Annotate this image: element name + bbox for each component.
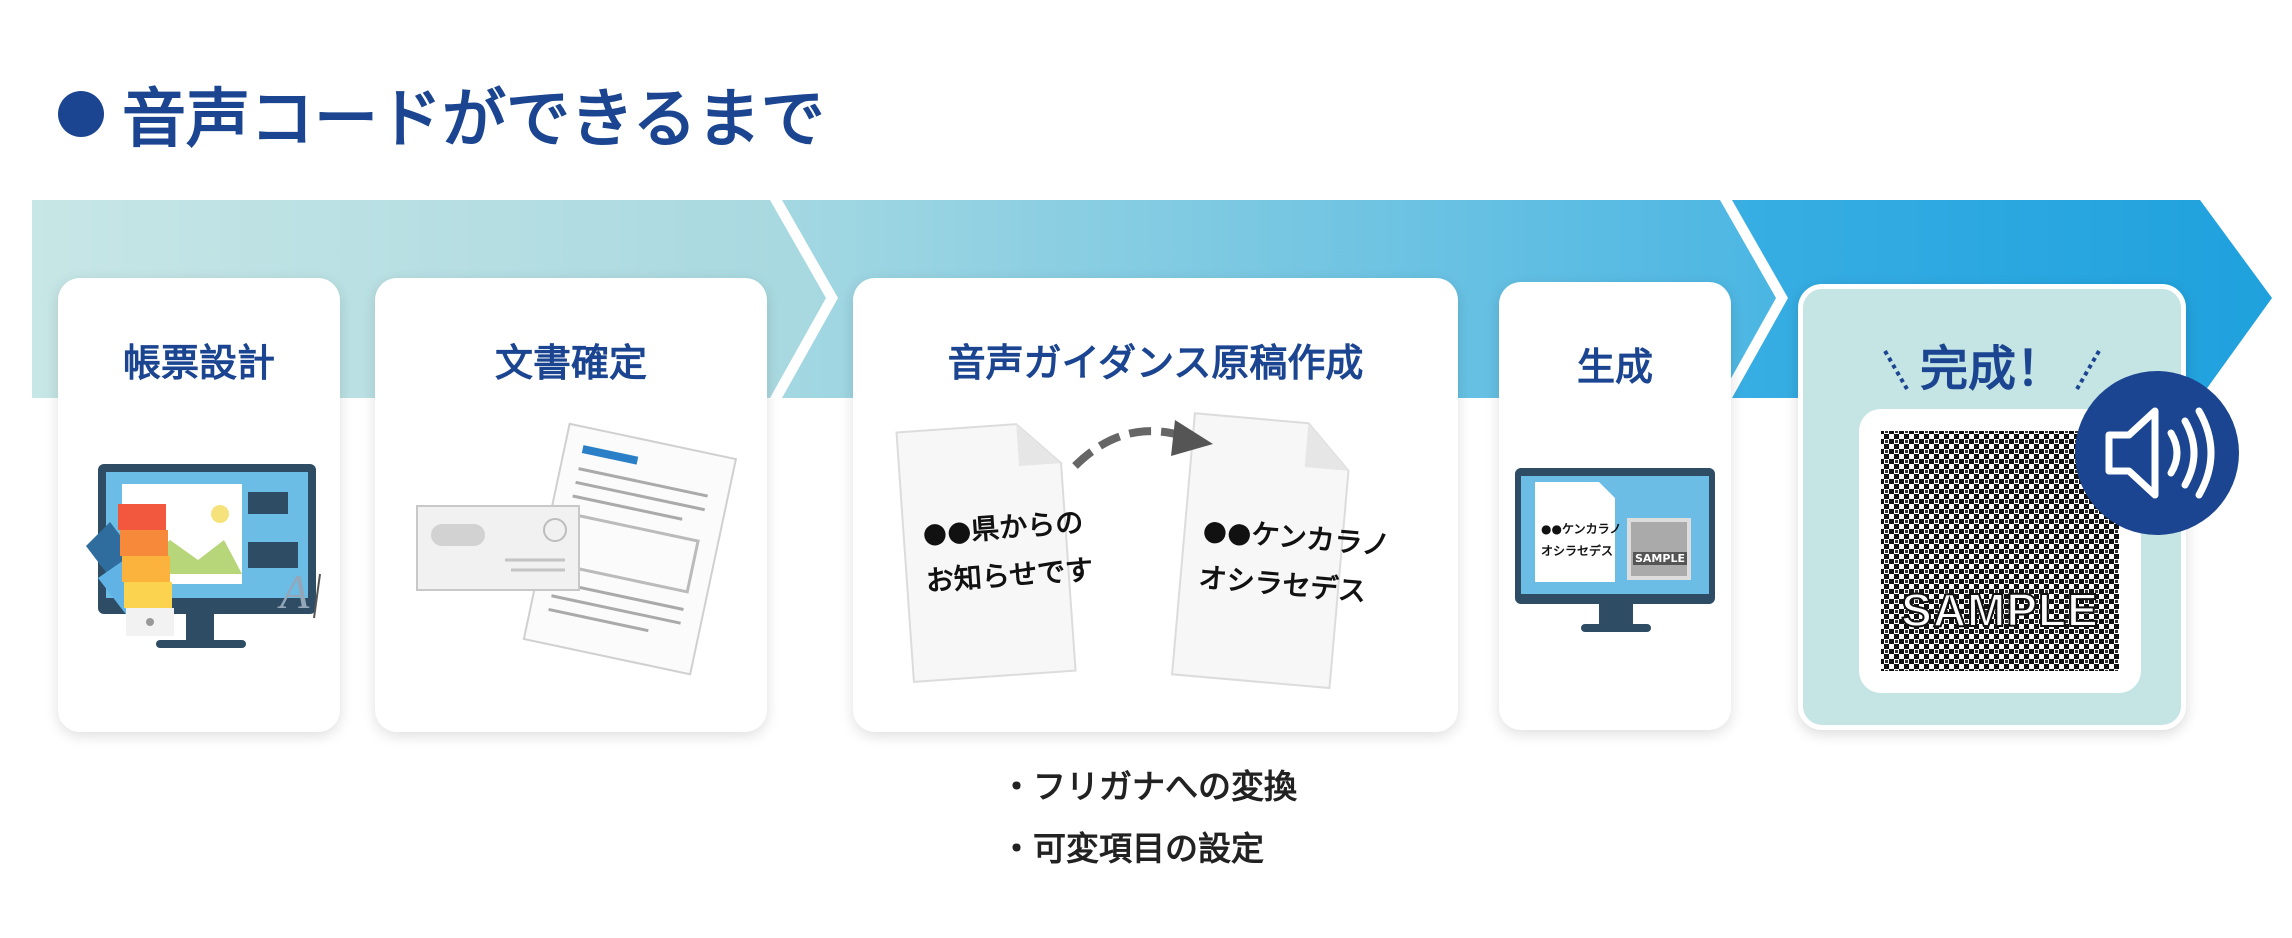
- step-label: 文書確定: [494, 341, 647, 385]
- step-label: 音声ガイダンス原稿作成: [947, 341, 1364, 385]
- monitor-icon: [1515, 468, 1715, 632]
- arrow-icon: [1072, 420, 1213, 469]
- sample-overlay: SAMPLE: [1900, 583, 2099, 637]
- step-label: 生成: [1576, 345, 1653, 389]
- color-swatch-icon: [86, 504, 174, 636]
- monitor-text: ●●ケンカラノ オシラセデス: [1541, 522, 1622, 558]
- document-icon: [1170, 412, 1350, 690]
- step-card-form-design: 帳票設計 A: [58, 278, 340, 732]
- step-card-generate: 生成 ●●ケンカラノ オシラセデス SAMPLE: [1499, 282, 1731, 730]
- step-card-voice-guidance: 音声ガイダンス原稿作成 ●●県からの お知らせです ●●ケンカラノ オシラセデス: [853, 278, 1458, 732]
- page-title-text: 音声コードができるまで: [122, 83, 825, 157]
- title-bullet-icon: [58, 91, 104, 137]
- note-item: ・フリガナへの変換: [1000, 767, 1297, 806]
- step-card-document-finalize: 文書確定: [375, 278, 767, 732]
- step-card-complete: 完成！ SAMPLE: [1798, 284, 2239, 730]
- svg-text:A: A: [277, 566, 310, 619]
- design-monitor-icon: A: [86, 464, 321, 648]
- sample-badge: SAMPLE: [1633, 552, 1687, 565]
- voice-guidance-notes: ・フリガナへの変換 ・可変項目の設定: [1000, 756, 1297, 880]
- document-icon: [895, 423, 1077, 683]
- page-title: 音声コードができるまで: [58, 68, 825, 160]
- step-label: 完成！: [1919, 341, 2064, 397]
- speaker-bubble: [2075, 371, 2239, 535]
- speaker-icon: [2105, 407, 2215, 499]
- doc-after-text: ●●ケンカラノ オシラセデス: [1197, 512, 1392, 609]
- qr-code-icon: [1631, 522, 1687, 576]
- doc-before-text: ●●県からの お知らせです: [921, 505, 1095, 598]
- envelope-icon: [416, 505, 580, 591]
- step-label: 帳票設計: [122, 341, 275, 385]
- note-item: ・可変項目の設定: [1000, 829, 1264, 868]
